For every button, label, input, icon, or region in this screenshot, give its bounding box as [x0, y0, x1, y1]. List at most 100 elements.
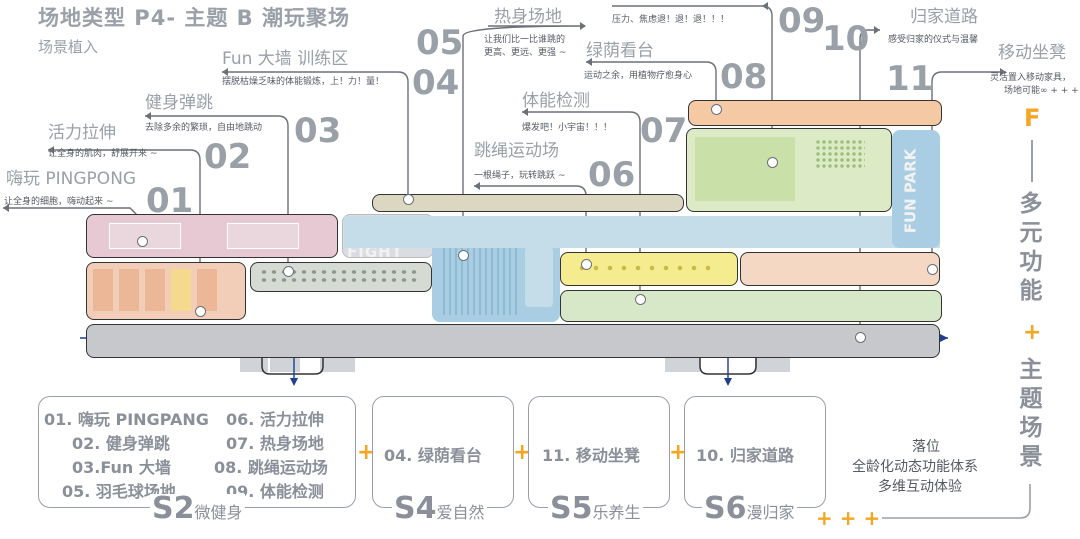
summary-line-3: 多维互动体验 [878, 479, 962, 495]
s5-label: 乐养生 [592, 503, 641, 522]
group-s6-code: S6漫归家 [702, 494, 797, 524]
zone-08-name: 绿荫看台 [586, 41, 654, 61]
s2-item: 06. 活力拉伸 [226, 410, 324, 429]
zone-05-desc-2: 更高、更远、更强 ~ [484, 48, 567, 58]
s2-item: 01. 嗨玩 PINGPANG [44, 410, 209, 429]
stretch-area [86, 262, 246, 320]
side-line-top [1031, 140, 1033, 182]
zone-02-marker [195, 306, 206, 317]
zone-03-name: 健身弹跳 [145, 93, 213, 113]
fun-park-label: FUN PARK [901, 148, 920, 234]
orange-track [740, 252, 940, 286]
s2-item: 05. 羽毛球场地 [62, 482, 176, 501]
group-s4-code: S4爱自然 [392, 494, 487, 524]
zone-03-marker [283, 266, 294, 277]
page-title: 场地类型 P4- 主题 B 潮玩聚场 [38, 6, 350, 30]
zone-07-num: 07 [640, 111, 688, 151]
pingpong-area [86, 214, 338, 258]
side-char: 主 [1019, 357, 1043, 383]
s4-code: S4 [394, 491, 437, 526]
zone-09-marker [767, 157, 778, 168]
fun-park-strip: FUN PARK [892, 130, 940, 248]
zone-07-name: 体能检测 [522, 91, 590, 111]
side-char: 功 [1019, 249, 1043, 275]
zone-02-desc: 让全身的肌肉，舒展开来 ~ [48, 149, 158, 159]
page-subtitle: 场景植入 [38, 38, 99, 56]
s2-item: 08. 跳绳运动场 [214, 458, 328, 477]
zone-02-name: 活力拉伸 [48, 123, 116, 143]
side-letter: F [1024, 104, 1041, 132]
s4-item: 04. 绿荫看台 [384, 446, 482, 465]
summary-line-2: 全龄化动态功能体系 [852, 459, 978, 475]
zone-01-marker [137, 236, 148, 247]
s6-code: S6 [704, 491, 747, 526]
bounce-area [250, 262, 432, 292]
zone-05-num: 05 [416, 23, 464, 63]
main-road [86, 324, 940, 358]
s6-label: 漫归家 [746, 503, 795, 522]
s4-label: 爱自然 [436, 503, 485, 522]
plus-sign-3: + [669, 440, 688, 465]
zone-08-num: 08 [720, 57, 768, 97]
group-s2-code: S2微健身 [150, 494, 245, 524]
s2-label: 微健身 [194, 503, 243, 522]
zone-01-num: 01 [146, 181, 194, 221]
zone-06-desc: 一根绳子，玩转跳跃 ~ [474, 171, 566, 181]
zone-03-num: 03 [294, 111, 342, 151]
rope-court [560, 290, 942, 322]
s2-code: S2 [152, 491, 195, 526]
zone-06-marker [581, 259, 592, 270]
zone-05-desc-1: 让我们比一比谁跳的 [484, 35, 566, 45]
zone-09-num: 09 [778, 1, 826, 41]
orange-top-bar [688, 100, 942, 126]
s5-item: 11. 移动坐凳 [542, 446, 640, 465]
zone-11-desc-2: 场地可能∞ + + + [1004, 86, 1079, 96]
zone-10-desc: 感受归家的仪式与温馨 [888, 35, 979, 45]
side-char: 景 [1019, 444, 1043, 470]
s6-item: 10. 归家道路 [696, 446, 794, 465]
s2-item: 03.Fun 大墙 [72, 458, 171, 477]
zone-07-desc: 爆发吧！小宇宙！！！ [522, 123, 613, 133]
blue-strip [344, 216, 940, 248]
zone-01-name: 嗨玩 PINGPONG [6, 169, 137, 189]
zone-03-desc: 去除多余的繁琐，自由地跳动 [145, 123, 263, 133]
zone-11-name: 移动坐凳 [998, 43, 1066, 63]
zone-06-name: 跳绳运动场 [474, 141, 559, 161]
side-char: 场 [1019, 415, 1043, 441]
zone-07-marker [635, 294, 646, 305]
zone-08-desc: 运动之余，用植物疗愈身心 [584, 71, 693, 81]
zone-04-marker [403, 194, 414, 205]
zone-11-marker [927, 264, 938, 275]
zone-09-desc: 压力、焦虑退！退！退！！！ [612, 15, 730, 25]
fun-wall-bar [372, 194, 684, 212]
side-chars-1: 多 元 功 能 [1014, 190, 1048, 306]
zone-10-num: 10 [822, 19, 870, 59]
green-stand [686, 128, 892, 212]
plus-sign-2: + [513, 440, 532, 465]
zone-06-num: 06 [588, 155, 636, 195]
zone-11-desc-1: 灵活置入移动家具， [990, 73, 1072, 83]
side-char: 题 [1019, 386, 1043, 412]
group-s5-code: S5乐养生 [548, 494, 643, 524]
zone-01-desc: 让全身的细胞，嗨动起来 ~ [4, 197, 114, 207]
zone-10-marker [855, 332, 866, 343]
side-char: 元 [1019, 220, 1043, 246]
zone-10-name: 归家道路 [910, 7, 978, 27]
s2-item: 02. 健身弹跳 [72, 434, 170, 453]
plus-triple: + + + [816, 506, 881, 530]
s2-item: 09. 体能检测 [226, 482, 324, 501]
summary-line-1: 落位 [912, 439, 940, 455]
zone-04-name: Fun 大墙 训练区 [222, 49, 349, 69]
side-plus: + [1023, 320, 1042, 345]
s5-code: S5 [550, 491, 593, 526]
zone-05-name: 热身场地 [494, 7, 562, 27]
zone-05-marker [458, 250, 469, 261]
side-char: 多 [1019, 191, 1043, 217]
side-bracket-line [882, 484, 1031, 519]
side-chars-2: 主 题 场 景 [1014, 356, 1048, 472]
plus-sign-1: + [357, 440, 376, 465]
s2-item: 07. 热身场地 [226, 434, 324, 453]
zone-04-desc: 摆脱枯燥乏味的体能锻炼，上！力！量！ [222, 77, 385, 87]
fitness-test [560, 252, 738, 286]
